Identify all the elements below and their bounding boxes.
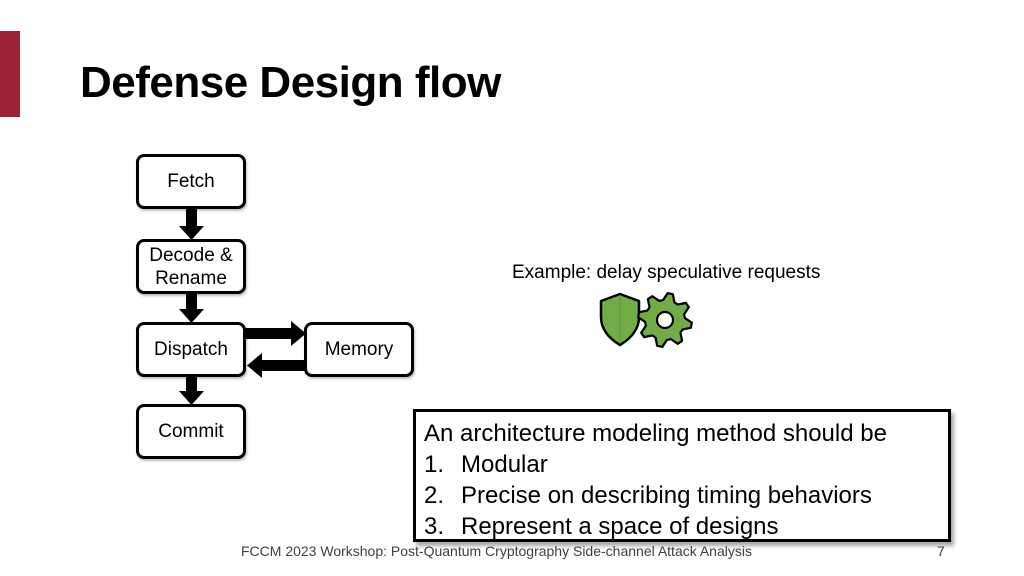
list-item-number: 1.	[424, 451, 445, 478]
arrow-dispatch-to-memory	[245, 321, 306, 346]
list-item: 2. Precise on describing timing behavior…	[424, 480, 948, 511]
node-decode-label-line1: Decode &	[149, 244, 233, 266]
arrow-dispatch-to-commit	[179, 375, 204, 405]
arrow-fetch-to-decode	[179, 208, 204, 240]
slide-title: Defense Design flow	[80, 58, 501, 107]
arrow-decode-to-dispatch	[179, 293, 204, 323]
arrow-memory-to-dispatch	[247, 353, 306, 378]
node-memory: Memory	[304, 322, 414, 377]
list-item-number: 2.	[424, 482, 445, 509]
page-number: 7	[937, 543, 945, 559]
node-fetch-label: Fetch	[167, 171, 215, 192]
node-commit-label: Commit	[158, 421, 224, 442]
list-item-number: 3.	[424, 513, 445, 540]
footer-text: FCCM 2023 Workshop: Post-Quantum Cryptog…	[241, 543, 752, 559]
node-dispatch: Dispatch	[136, 322, 246, 377]
shield-icon	[599, 292, 641, 347]
list-item: 3. Represent a space of designs	[424, 511, 948, 542]
node-commit: Commit	[136, 404, 246, 459]
requirements-list: 1. Modular 2. Precise on describing timi…	[424, 449, 948, 542]
node-dispatch-label: Dispatch	[154, 339, 228, 360]
node-decode-label-line2: Rename	[155, 267, 227, 289]
list-item-text: Represent a space of designs	[461, 513, 779, 540]
node-decode-rename: Decode & Rename	[136, 239, 246, 294]
example-icons	[599, 292, 693, 348]
node-memory-label: Memory	[324, 339, 394, 360]
list-item: 1. Modular	[424, 449, 948, 480]
example-caption: Example: delay speculative requests	[512, 262, 821, 283]
list-item-text: Precise on describing timing behaviors	[461, 482, 872, 509]
node-fetch: Fetch	[136, 154, 246, 209]
requirements-lead: An architecture modeling method should b…	[424, 420, 887, 447]
requirements-box: An architecture modeling method should b…	[413, 409, 951, 542]
accent-bar	[0, 31, 20, 117]
gear-icon	[637, 292, 693, 348]
list-item-text: Modular	[461, 451, 548, 478]
